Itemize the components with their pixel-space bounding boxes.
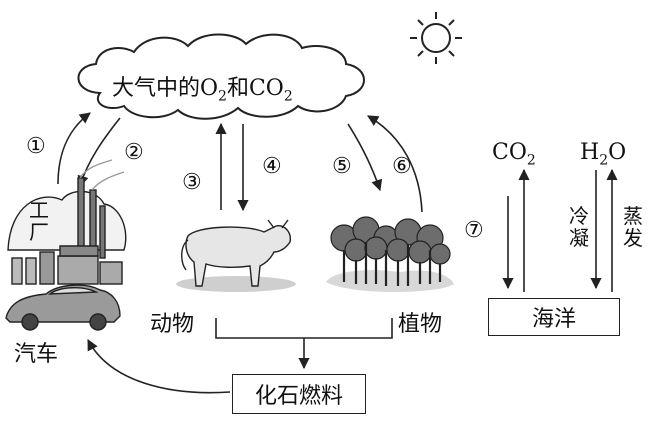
step-4-label: ④ xyxy=(262,154,282,179)
step-5-label: ⑤ xyxy=(332,154,352,179)
plant-label: 植物 xyxy=(398,312,443,337)
co2-text: CO xyxy=(492,140,527,165)
factory-icon xyxy=(7,159,127,285)
atmosphere-label: 大气中的O2和CO2 xyxy=(112,70,352,104)
car-icon xyxy=(5,284,121,331)
evaporate-label: 蒸发 xyxy=(623,204,643,250)
cow-icon xyxy=(176,219,296,292)
h2o-post: O xyxy=(608,140,627,165)
car-label: 汽车 xyxy=(14,342,59,367)
h2o-pre: H xyxy=(580,140,600,165)
atmosphere-sub2: 2 xyxy=(283,88,293,105)
step-1-label: ① xyxy=(26,134,46,159)
step-6-label: ⑥ xyxy=(392,154,412,179)
step-7-label: ⑦ xyxy=(464,218,484,243)
fossil-fuel-label: 化石燃料 xyxy=(254,384,343,409)
condense-label: 冷凝 xyxy=(569,204,589,250)
sun-icon xyxy=(410,12,462,64)
animal-label: 动物 xyxy=(150,312,195,337)
atmosphere-prefix: 大气中的O xyxy=(112,76,219,101)
fossil-fuel-box: 化石燃料 xyxy=(232,374,366,414)
co2-sub: 2 xyxy=(526,152,536,169)
ocean-label: 海洋 xyxy=(531,307,576,332)
ocean-box: 海洋 xyxy=(488,298,620,336)
atmosphere-sub1: 2 xyxy=(218,88,227,105)
h2o-sub: 2 xyxy=(599,152,609,169)
step-2-label: ② xyxy=(124,140,144,165)
bracket-line xyxy=(215,318,393,339)
arrow-fossil-to-car xyxy=(87,339,231,394)
trees-icon xyxy=(326,216,454,292)
h2o-label: H2O xyxy=(580,140,627,169)
step-3-label: ③ xyxy=(182,170,202,195)
factory-label: 工厂 xyxy=(29,198,49,244)
atmosphere-mid: 和CO xyxy=(226,76,284,101)
arrow-1 xyxy=(57,112,91,185)
atmosphere-cloud xyxy=(77,33,365,120)
co2-label: CO2 xyxy=(492,140,536,169)
arrow-5 xyxy=(347,123,383,192)
arrow-6 xyxy=(367,115,423,213)
